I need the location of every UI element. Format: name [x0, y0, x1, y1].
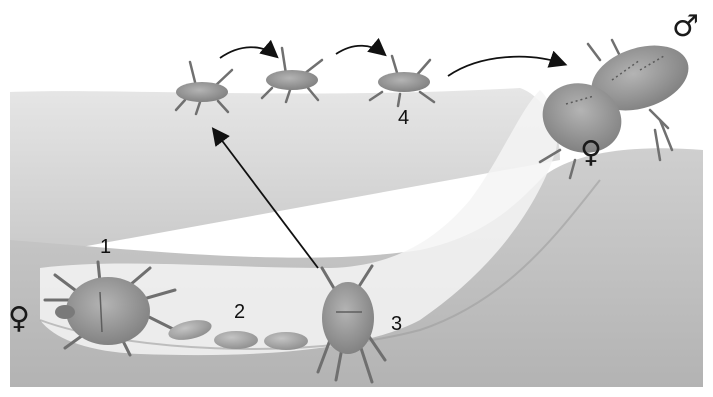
- female-symbol-right: ♀: [580, 138, 602, 168]
- female-symbol-left: ♀: [8, 304, 30, 334]
- arrow-nymph-2-to-3: [336, 46, 384, 54]
- arrow-nymph-1-to-2: [220, 47, 276, 58]
- stage-2-label: 2: [234, 302, 245, 322]
- arrow-to-mating-pair: [448, 57, 564, 76]
- stage-3-label: 3: [391, 314, 402, 334]
- egg: [214, 331, 258, 349]
- male-symbol: ♂: [672, 12, 699, 42]
- stage-4-label: 4: [398, 108, 409, 128]
- egg: [264, 332, 308, 350]
- stage-1-label: 1: [100, 237, 111, 257]
